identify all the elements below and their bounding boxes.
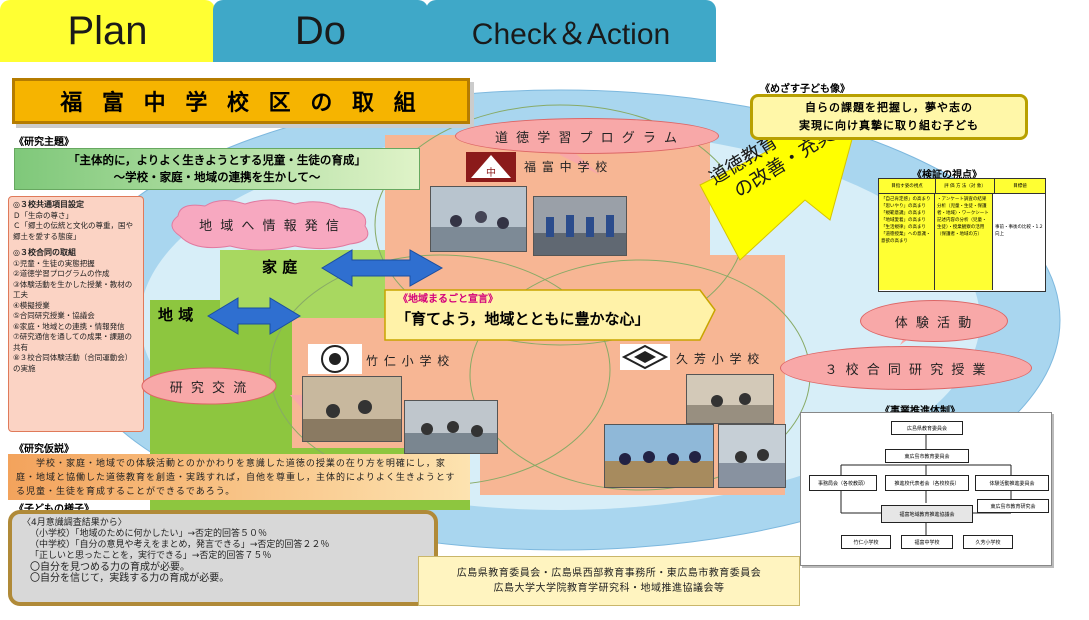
info-cloud-shape xyxy=(171,199,369,251)
joint-work-item: ④模擬授業 xyxy=(13,300,50,310)
tab-do[interactable]: Do xyxy=(213,0,428,62)
info-cloud-label: 地 域 へ 情 報 発 信 xyxy=(199,218,341,234)
research-theme-label: 《研究主題》 xyxy=(14,137,74,148)
goal-line2: 実現に向け真摯に取り組む子ども xyxy=(799,119,979,132)
children-line: 〈4月意識調査結果から〉 xyxy=(22,518,127,528)
takeni-photo-2 xyxy=(404,400,498,454)
school-fukutomi: 福 富 中 学 校 xyxy=(524,160,609,174)
tab-plan[interactable]: Plan xyxy=(0,0,215,62)
joint-work-title: ◎３校合同の取組 xyxy=(13,248,76,257)
hypothesis-box: 学校・家庭・地域での体験活動とのかかわりを意識した道徳の授業の在り方を明確にし，… xyxy=(8,454,470,500)
org-chart: 広島県教育委員会 東広島市教育委員会 事務局会（各校教頭） 推進校代表者会（各校… xyxy=(800,412,1052,566)
joint-work-item: ⑦研究通信を通しての成果・課題の共有 xyxy=(13,332,132,352)
support-organizations: 広島県教育委員会・広島県西部教育事務所・東広島市教育委員会 広島大学大学院教育学… xyxy=(418,556,800,606)
tab-check-action[interactable]: Check＆Action xyxy=(426,0,716,62)
joint-lesson-oval: ３ 校 合 同 研 究 授 業 xyxy=(780,346,1032,390)
joint-work-item: ②道徳学習プログラムの作成 xyxy=(13,269,110,278)
children-line: 〇自分を見つめる力の育成が必要。 xyxy=(30,562,190,573)
research-theme-line1: 「主体的に，よりよく生きようとする児童・生徒の育成」 xyxy=(68,153,366,167)
research-theme-box: 「主体的に，よりよく生きようとする児童・生徒の育成」 ～学校・家庭・地域の連携を… xyxy=(14,148,420,190)
program-oval: 道 徳 学 習 プ ロ グ ラ ム xyxy=(455,118,719,154)
experience-oval: 体 験 活 動 xyxy=(860,300,1008,342)
footer-line2: 広島大学大学院教育学研究科・地域推進協議会等 xyxy=(493,583,725,594)
page-title: 福 富 中 学 校 区 の 取 組 xyxy=(12,78,470,124)
org-council: 福富地域教育推進協議会 xyxy=(881,505,973,523)
improvement-arrow xyxy=(699,109,861,261)
declaration-banner xyxy=(384,289,716,341)
org-label: 《事業推進体制》 xyxy=(880,402,960,417)
goal-label: 《めざす子ども像》 xyxy=(760,84,850,95)
org-school-b: 福富中学校 xyxy=(901,535,953,549)
takeni-photo-1 xyxy=(302,376,402,442)
fukutomi-emblem-icon: 中 xyxy=(466,152,516,182)
children-line: （中学校）「自分の意見や考えをまとめ，発言できる」→否定的回答２２％ xyxy=(30,540,330,550)
org-left-unit: 事務局会（各校教頭） xyxy=(809,475,877,491)
org-middle-unit: 推進校代表者会（各校校長） xyxy=(885,475,969,491)
kuyoshi-photo-2 xyxy=(604,424,714,488)
home-double-arrow xyxy=(321,249,444,287)
children-line: （小学校）「地域のために何かしたい」→否定的回答５０％ xyxy=(30,529,268,539)
joint-work-item: ③体験活動を生かした授業・教材の工夫 xyxy=(13,279,133,300)
eval-header: 評 価 方 法（対 象） xyxy=(936,179,995,193)
joint-work-item: ①児童・生徒の実態把握 xyxy=(13,258,95,268)
kuyoshi-photo-1 xyxy=(686,374,774,424)
school-takeni: 竹 仁 小 学 校 xyxy=(366,354,451,368)
eval-header: 目標値 xyxy=(1013,184,1027,189)
children-line: 〇自分を信じて，実践する力の育成が必要。 xyxy=(30,573,230,584)
declaration-label: 《地域まるごと宣言》 xyxy=(398,294,498,305)
research-theme-line2: ～学校・家庭・地域の連携を生かして～ xyxy=(113,170,321,184)
region-double-arrow xyxy=(207,297,301,335)
goal-box: 自らの課題を把握し，夢や志の 実現に向け真摯に取り組む子ども xyxy=(750,94,1028,140)
joint-work-item: ⑤合同研究授業・協議会 xyxy=(13,311,95,320)
org-right-unit: 体験活動推進委員会 xyxy=(975,475,1049,491)
children-label: 《子どもの様子》 xyxy=(14,500,94,515)
joint-work-item: ⑧３校合同体験活動（合同運動会）の実施 xyxy=(13,353,133,373)
org-school-a: 竹仁小学校 xyxy=(841,535,891,549)
evaluation-table: 目指す姿の視点 評 価 方 法（対 象） 目標値 「自己肯定感」の高まり 「思い… xyxy=(878,178,1046,292)
kuyoshi-emblem-icon xyxy=(620,344,670,370)
exchange-cloud-shape xyxy=(141,367,277,405)
home-label: 家 庭 xyxy=(262,258,298,276)
region-label: 地 域 xyxy=(158,306,194,324)
hypothesis-label: 《研究仮説》 xyxy=(14,444,74,455)
children-box: 〈4月意識調査結果から〉 （小学校）「地域のために何かしたい」→否定的回答５０％… xyxy=(8,510,438,606)
svg-text:中: 中 xyxy=(486,166,496,179)
org-city-board: 東広島市教育委員会 xyxy=(885,449,969,463)
eval-col1: 「自己肯定感」の高まり 「思いやり」の高まり 「規範意識」の高まり 「地域愛着」… xyxy=(879,194,935,290)
eval-header: 目指す姿の視点 xyxy=(879,179,936,193)
children-line: 「正しいと思ったことを，実行できる」→否定的回答７５％ xyxy=(30,551,272,561)
exchange-cloud-label: 研 究 交 流 xyxy=(169,380,249,396)
org-school-c: 久芳小学校 xyxy=(963,535,1013,549)
eval-col3: 事前・事後の比較・1.2向上 xyxy=(995,225,1043,237)
common-items-title: ◎３校共通項目設定 xyxy=(13,200,84,209)
org-pref-board: 広島県教育委員会 xyxy=(891,421,963,435)
common-item: Ｃ「郷土の伝統と文化の尊重，国や郷土を愛する態度」 xyxy=(13,221,133,241)
fukutomi-photo-1 xyxy=(430,186,527,252)
school-kuyoshi: 久 芳 小 学 校 xyxy=(676,352,761,366)
common-items-panel: ◎３校共通項目設定 Ｄ「生命の尊さ」 Ｃ「郷土の伝統と文化の尊重，国や郷土を愛す… xyxy=(8,196,144,432)
evaluation-label: 《検証の視点》 xyxy=(912,170,982,181)
common-item: Ｄ「生命の尊さ」 xyxy=(13,210,73,220)
declaration-text: 「育てよう，地域とともに豊かな心」 xyxy=(396,310,650,328)
goal-line1: 自らの課題を把握し，夢や志の xyxy=(805,101,973,114)
fukutomi-photo-2 xyxy=(533,196,627,256)
kuyoshi-photo-3 xyxy=(718,424,786,488)
joint-work-item: ⑥家庭・地域との連携・情報発信 xyxy=(13,321,125,331)
org-council-right: 東広島市教育研究会 xyxy=(977,499,1049,513)
footer-line1: 広島県教育委員会・広島県西部教育事務所・東広島市教育委員会 xyxy=(456,568,762,579)
eval-col2: ・アンケート調査の結果分析（児童・生徒・保護者・地域）・ワークシート記述内容の分… xyxy=(935,194,993,290)
takeni-emblem-icon xyxy=(308,344,362,374)
